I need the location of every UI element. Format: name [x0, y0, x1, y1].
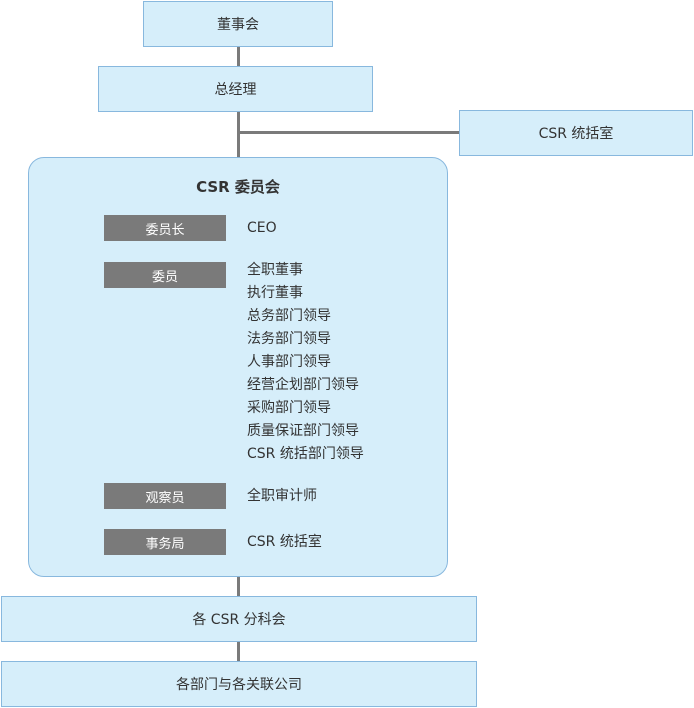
member-item: 采购部门领导: [247, 400, 331, 416]
committee-title: CSR 委员会: [196, 178, 280, 196]
role-label-chairman: 委员长: [104, 215, 226, 241]
member-item: 执行董事: [247, 285, 303, 301]
subcommittees-box: 各 CSR 分科会: [1, 596, 477, 642]
board-box: 董事会: [143, 1, 333, 47]
connector-board-president: [237, 46, 240, 66]
president-label: 总经理: [214, 82, 257, 98]
member-item: 法务部门领导: [247, 331, 331, 347]
connector-to-csr-office: [237, 131, 459, 134]
role-value-secretariat: CSR 统括室: [247, 534, 322, 550]
member-item: 人事部门领导: [247, 354, 331, 370]
connector-committee-subcommittees: [237, 577, 240, 596]
csr-committee-box: CSR 委员会 委员长 CEO 委员 全职董事 执行董事 总务部门领导 法务部门…: [28, 157, 448, 577]
member-item: 质量保证部门领导: [247, 423, 359, 439]
president-box: 总经理: [98, 66, 373, 112]
member-list: 全职董事 执行董事 总务部门领导 法务部门领导 人事部门领导 经营企划部门领导 …: [247, 259, 364, 466]
subcommittees-label: 各 CSR 分科会: [192, 612, 286, 628]
member-item: 全职董事: [247, 262, 303, 278]
departments-label: 各部门与各关联公司: [176, 677, 302, 693]
member-item: 经营企划部门领导: [247, 377, 359, 393]
connector-subcommittees-departments: [237, 641, 240, 661]
role-label-observer: 观察员: [104, 483, 226, 509]
board-label: 董事会: [217, 17, 259, 33]
role-label-secretariat: 事务局: [104, 529, 226, 555]
departments-box: 各部门与各关联公司: [1, 661, 477, 707]
role-label-members: 委员: [104, 262, 226, 288]
csr-office-label: CSR 统括室: [538, 126, 614, 142]
connector-president-committee: [237, 111, 240, 157]
member-item: CSR 统括部门领导: [247, 446, 364, 462]
csr-office-box: CSR 统括室: [459, 110, 693, 156]
role-value-chairman: CEO: [247, 220, 277, 236]
role-value-observer: 全职审计师: [247, 488, 317, 504]
member-item: 总务部门领导: [247, 308, 331, 324]
